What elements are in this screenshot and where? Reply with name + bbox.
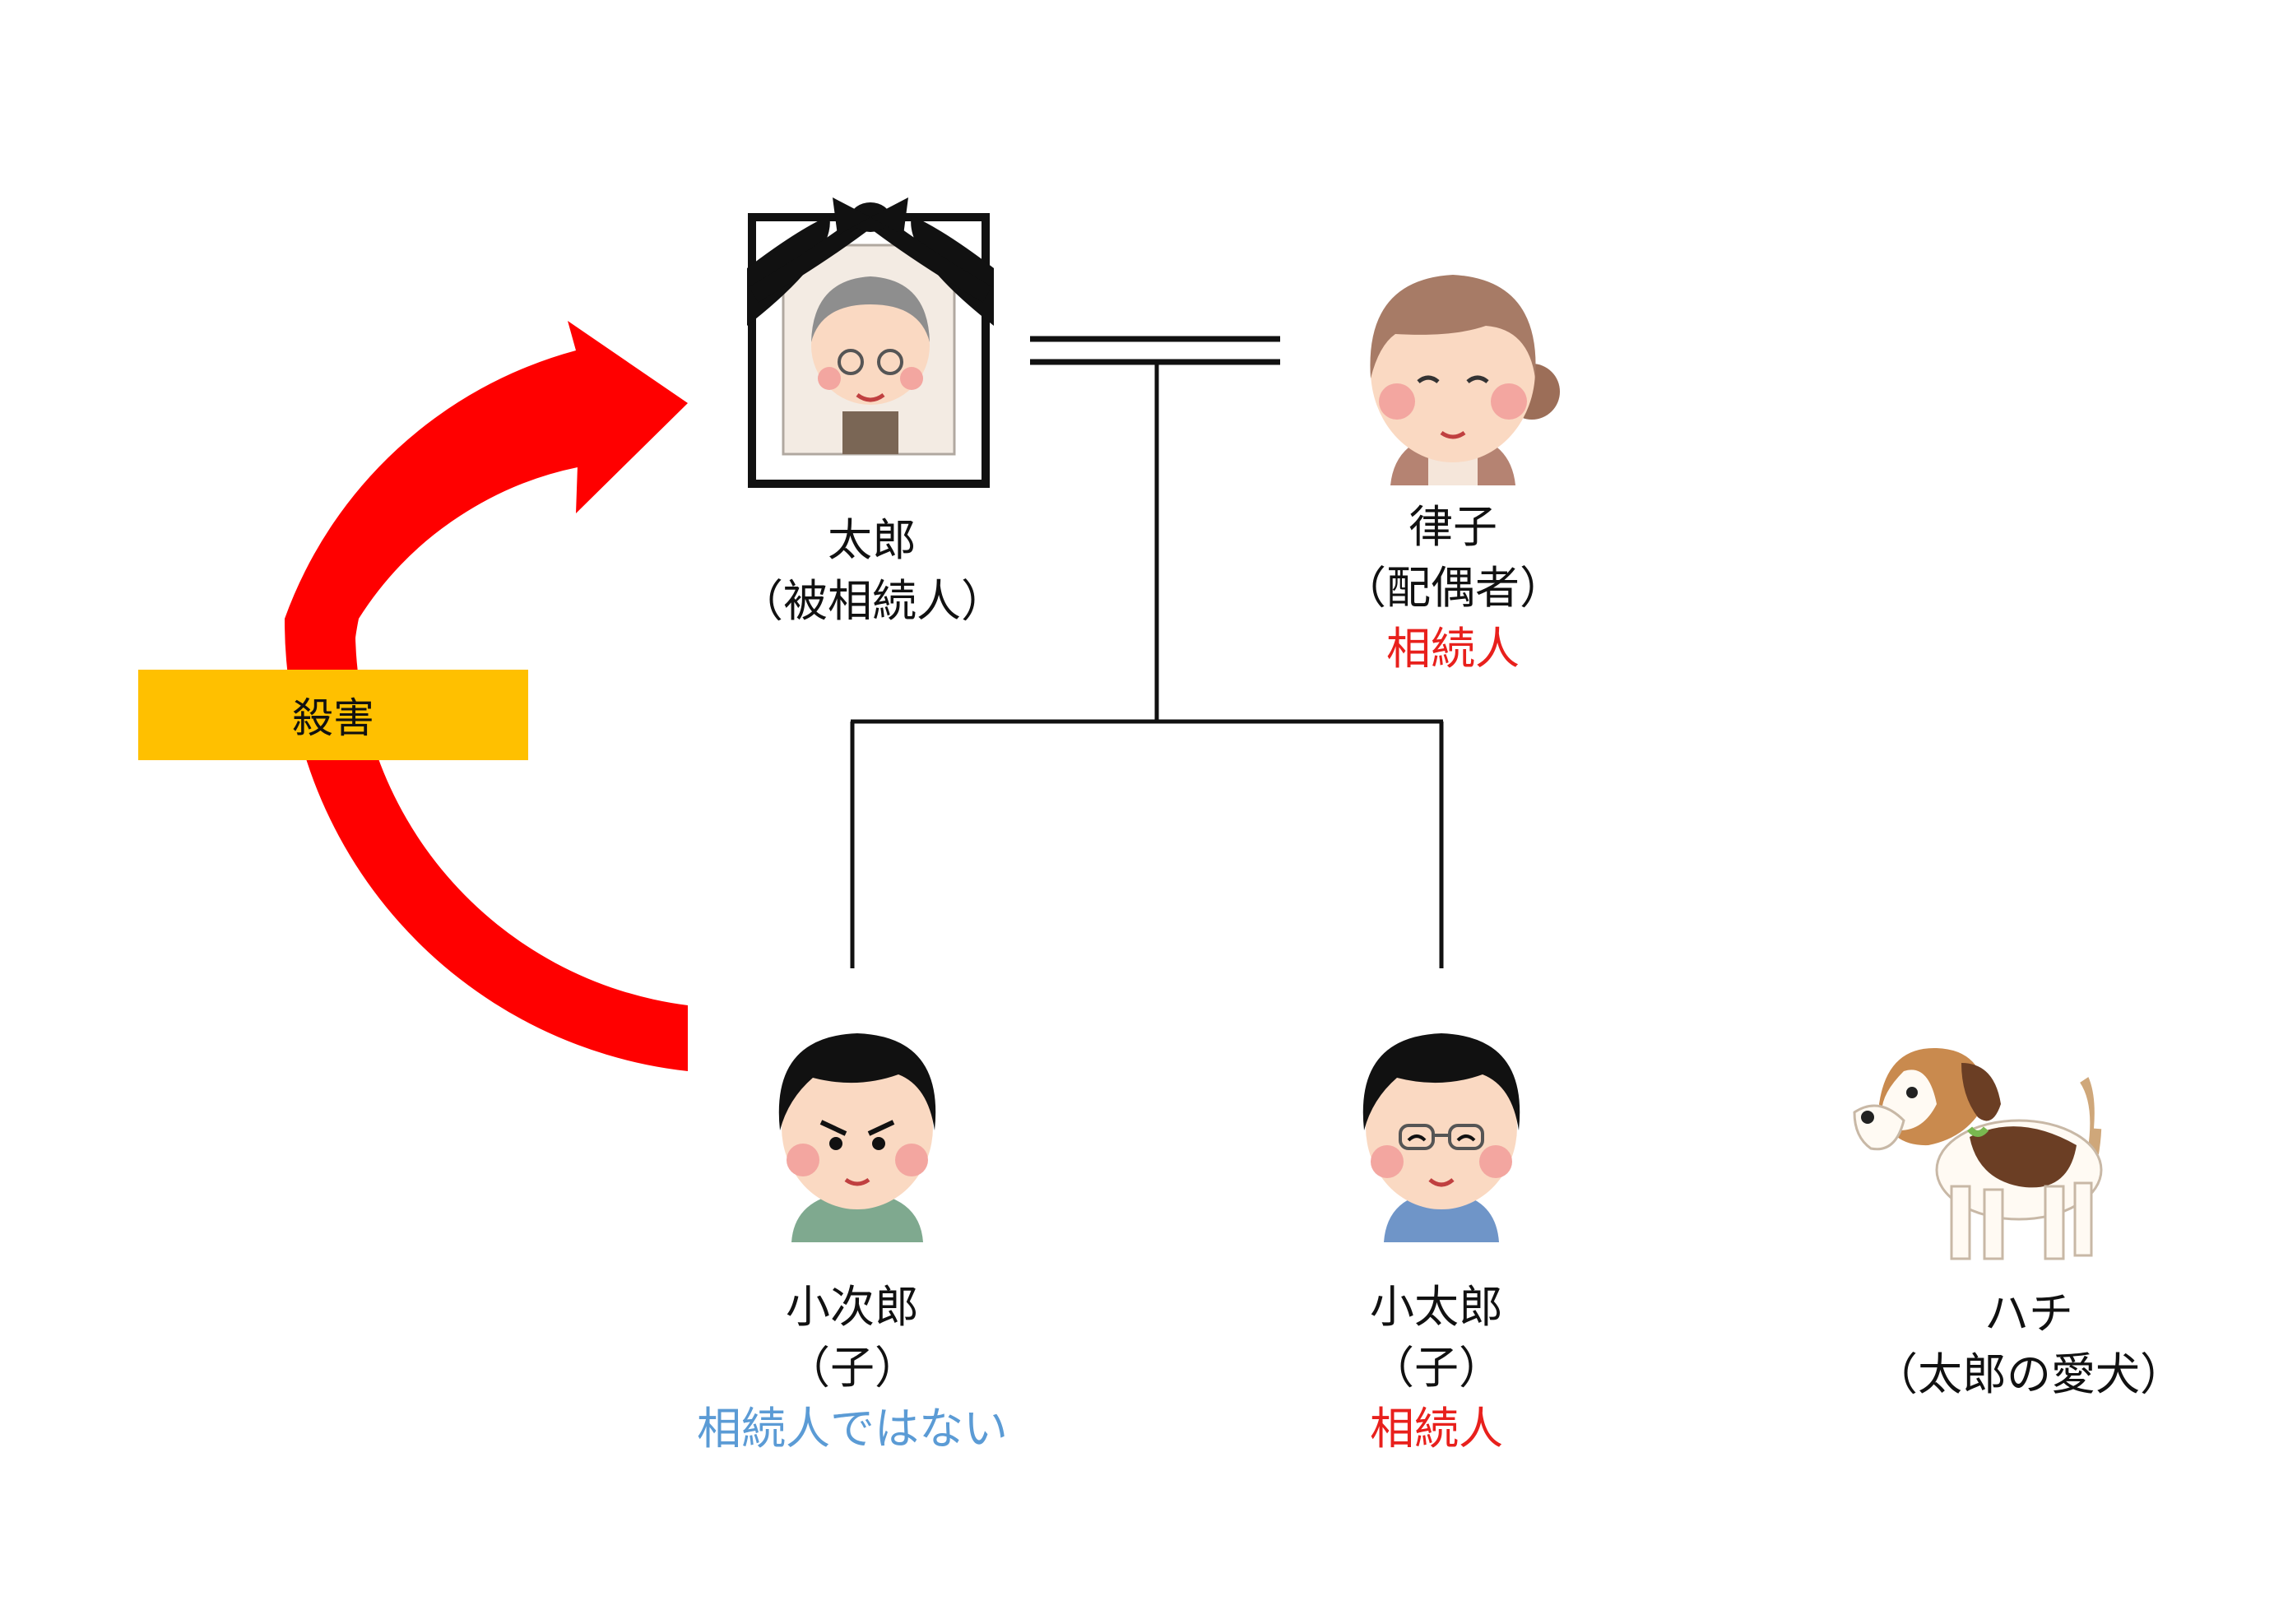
hachi-name: ハチ — [1984, 1288, 2073, 1339]
kojiro-role: （子） — [786, 1342, 919, 1394]
taro-role: （被相続人） — [739, 575, 1005, 627]
ritsuko-label: 律子 （配偶者） 相続人 — [1288, 497, 1617, 680]
elderly-woman-icon — [1346, 247, 1560, 485]
kojiro-status: 相続人ではない — [697, 1403, 1008, 1455]
kotaro-label: 小太郎 （子） 相続人 — [1272, 1277, 1601, 1459]
kotaro-status: 相続人 — [1370, 1403, 1503, 1455]
murder-label: 殺害 — [138, 670, 528, 760]
beagle-dog-icon — [1853, 1038, 2109, 1269]
ritsuko-status: 相続人 — [1386, 623, 1520, 675]
taro-label: 太郎 （被相続人） — [708, 510, 1037, 632]
ritsuko-name: 律子 — [1408, 501, 1497, 553]
kotaro-role: （子） — [1370, 1342, 1503, 1394]
angry-boy-icon — [767, 1020, 948, 1242]
ritsuko-role: （配偶者） — [1342, 562, 1564, 614]
memorial-portrait-icon — [747, 197, 994, 489]
hachi-role: （太郎の愛犬） — [1873, 1348, 2184, 1400]
kojiro-name: 小次郎 — [786, 1281, 919, 1333]
kojiro-label: 小次郎 （子） 相続人ではない — [688, 1277, 1017, 1459]
hachi-label: ハチ （太郎の愛犬） — [1831, 1283, 2226, 1405]
murder-label-text: 殺害 — [292, 694, 374, 742]
glasses-boy-icon — [1351, 1020, 1532, 1242]
taro-name: 太郎 — [828, 514, 917, 566]
kotaro-name: 小太郎 — [1370, 1281, 1503, 1333]
